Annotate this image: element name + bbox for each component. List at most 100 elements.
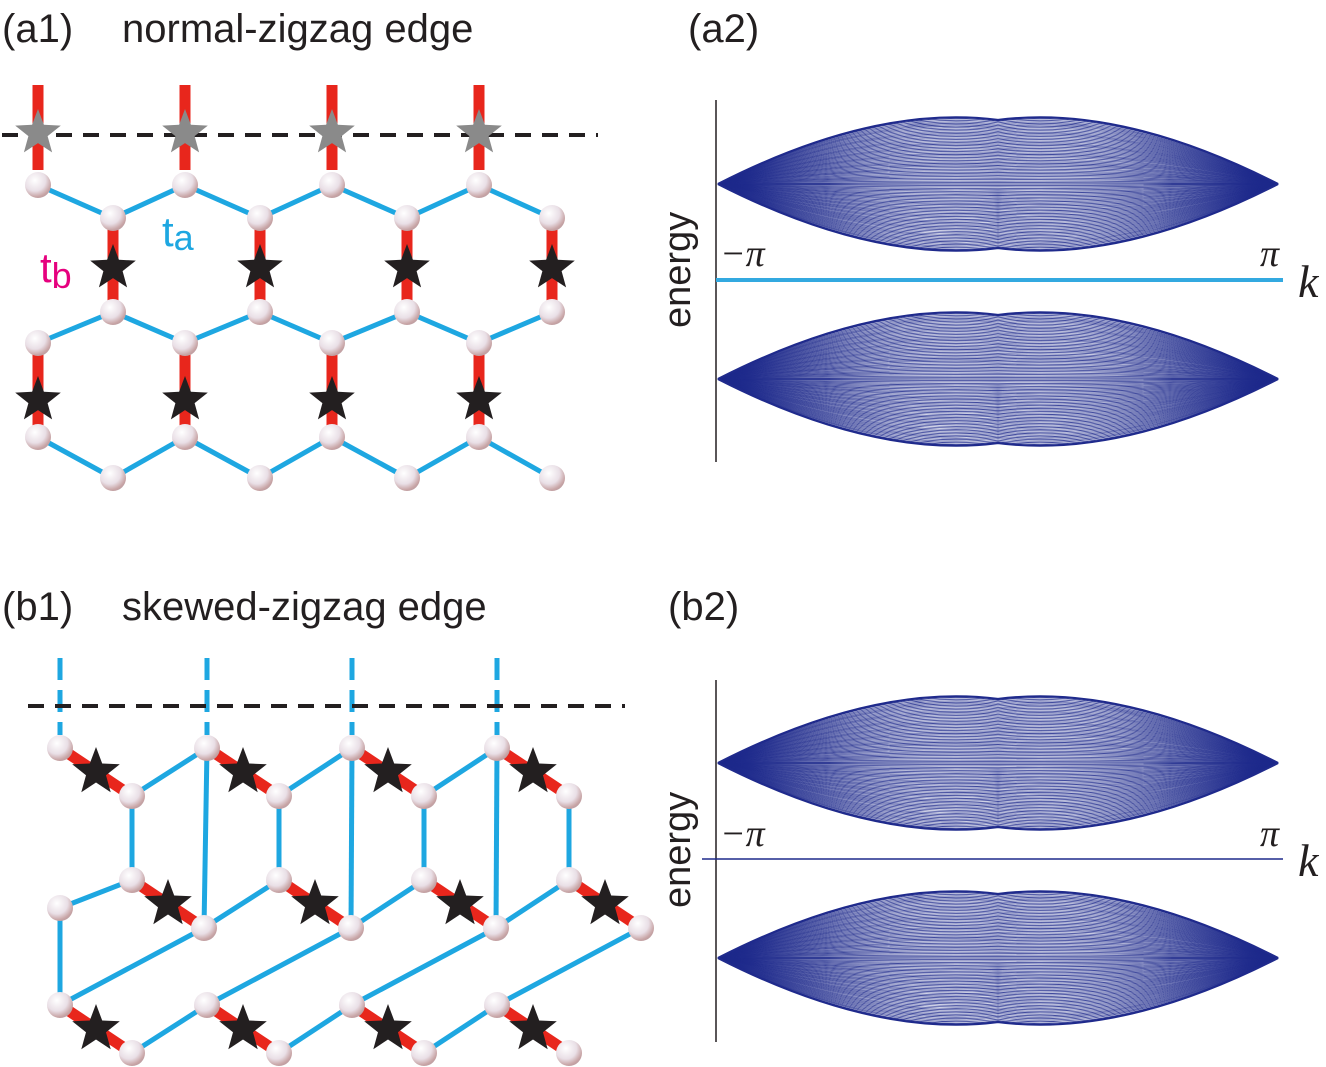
ta-bond xyxy=(478,309,553,346)
band-line xyxy=(717,734,1279,764)
band-line xyxy=(717,124,1279,185)
band-line xyxy=(717,750,1279,764)
band-line xyxy=(717,762,1279,820)
band-line xyxy=(717,729,1279,764)
atom xyxy=(247,465,273,491)
band-line xyxy=(717,335,1279,380)
a2-k-label: k xyxy=(1298,256,1320,307)
atom xyxy=(556,1040,582,1066)
band-line xyxy=(717,328,1279,380)
band-line xyxy=(717,957,1279,1008)
ta-bond xyxy=(205,925,353,1008)
bulk-star xyxy=(291,879,339,925)
band-line xyxy=(717,728,1279,764)
band-line xyxy=(717,762,1279,800)
band-line xyxy=(717,378,1279,396)
a2-k-min-label: −π xyxy=(720,233,766,275)
atom xyxy=(319,424,345,450)
panel-a2-tag: (a2) xyxy=(688,7,759,51)
band-line xyxy=(717,762,1279,767)
band-line xyxy=(717,314,1279,380)
band-line xyxy=(717,378,1279,393)
band-line xyxy=(717,762,1279,776)
band-line xyxy=(717,183,1279,210)
band-line xyxy=(717,340,1279,380)
band-line xyxy=(717,378,1279,404)
band-line xyxy=(717,740,1279,764)
band-line xyxy=(717,743,1279,764)
atom xyxy=(194,992,220,1018)
panel-a1: (a1) normal-zigzag edge ta tb xyxy=(2,7,598,491)
band-line xyxy=(717,762,1279,792)
band-line xyxy=(717,378,1279,430)
band-line xyxy=(717,183,1279,212)
band-line xyxy=(717,378,1279,411)
band-line xyxy=(717,183,1279,188)
band-line xyxy=(717,908,1279,959)
band-line xyxy=(717,161,1279,185)
band-line xyxy=(717,762,1279,791)
band-line xyxy=(717,957,1279,987)
band-line xyxy=(717,762,1279,822)
b2-energy-label: energy xyxy=(657,792,699,908)
atom xyxy=(339,992,365,1018)
bulk-star xyxy=(364,1004,412,1050)
band-line xyxy=(717,130,1279,185)
band-line xyxy=(717,183,1279,222)
band-line xyxy=(717,762,1279,813)
band-line xyxy=(717,155,1279,185)
band-line xyxy=(717,744,1279,764)
band-line xyxy=(717,378,1279,435)
band-line xyxy=(717,378,1279,399)
band-line xyxy=(717,713,1279,764)
band-line xyxy=(717,378,1279,408)
band-line xyxy=(717,183,1279,246)
b2-k-min-label: −π xyxy=(720,813,766,855)
band-line xyxy=(717,128,1279,185)
band-line xyxy=(717,156,1279,185)
band-line xyxy=(717,930,1279,959)
band-line xyxy=(717,957,1279,974)
band-line xyxy=(717,366,1279,380)
ta-bond xyxy=(405,434,481,481)
band-line xyxy=(717,183,1279,219)
band-line xyxy=(717,119,1279,185)
band-line xyxy=(717,762,1279,782)
band-line xyxy=(717,183,1279,234)
band-line xyxy=(717,957,1279,1009)
ta-bond xyxy=(349,877,426,931)
band-line xyxy=(717,957,1279,992)
band-line xyxy=(717,762,1279,768)
band-line xyxy=(717,761,1279,764)
band-line xyxy=(717,378,1279,426)
band-line xyxy=(717,926,1279,959)
band-line xyxy=(717,924,1279,959)
band-line xyxy=(717,329,1279,380)
band-line xyxy=(717,168,1279,185)
band-line xyxy=(717,762,1279,804)
band-line xyxy=(717,378,1279,421)
band-line xyxy=(717,378,1279,413)
band-line xyxy=(717,762,1279,798)
ta-bond xyxy=(258,434,334,481)
atom xyxy=(628,915,654,941)
ta-bond xyxy=(406,309,480,346)
band-line xyxy=(717,919,1279,959)
tb-label-sub: b xyxy=(52,255,72,296)
band-line xyxy=(717,762,1279,797)
band-line xyxy=(717,332,1279,380)
ta-bond xyxy=(111,182,187,221)
band-line xyxy=(717,143,1279,185)
band-line xyxy=(717,378,1279,390)
band-line xyxy=(717,917,1279,959)
band-line xyxy=(717,357,1279,380)
band-line xyxy=(717,325,1279,380)
atom xyxy=(411,1040,437,1066)
band-line xyxy=(717,150,1279,185)
band-line xyxy=(717,345,1279,380)
band-line xyxy=(717,895,1279,959)
band-line xyxy=(717,712,1279,764)
band-line xyxy=(717,759,1279,764)
band-line xyxy=(717,378,1279,414)
